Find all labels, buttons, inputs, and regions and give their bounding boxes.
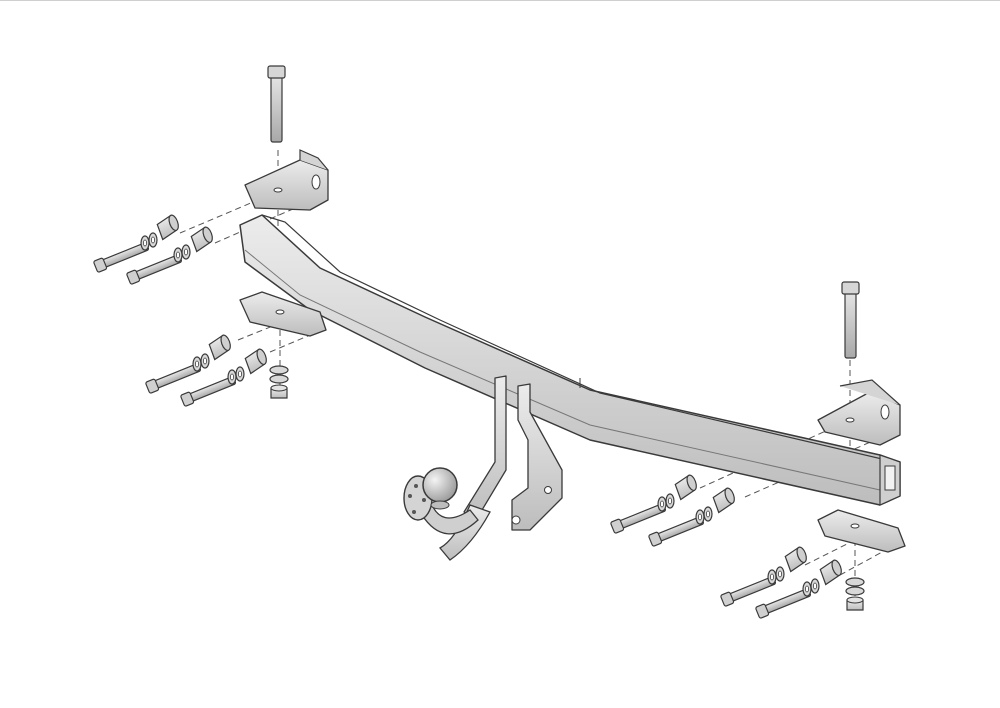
top-left-mounting-bracket bbox=[244, 65, 329, 211]
top-right-mounting-bracket bbox=[817, 281, 901, 446]
lower-left-fastener-set bbox=[144, 333, 289, 408]
top-right-fastener-set bbox=[609, 473, 739, 548]
main-crossbar bbox=[239, 214, 901, 506]
lower-right-mounting-plate bbox=[817, 509, 906, 553]
tow-ball-assembly bbox=[403, 467, 491, 561]
top-left-fastener-set bbox=[92, 213, 217, 286]
lower-right-fastener-set bbox=[719, 545, 865, 620]
top-border-line bbox=[0, 0, 1000, 1]
hitch-mount-bracket bbox=[463, 375, 563, 531]
lower-left-mounting-plate bbox=[239, 291, 327, 337]
